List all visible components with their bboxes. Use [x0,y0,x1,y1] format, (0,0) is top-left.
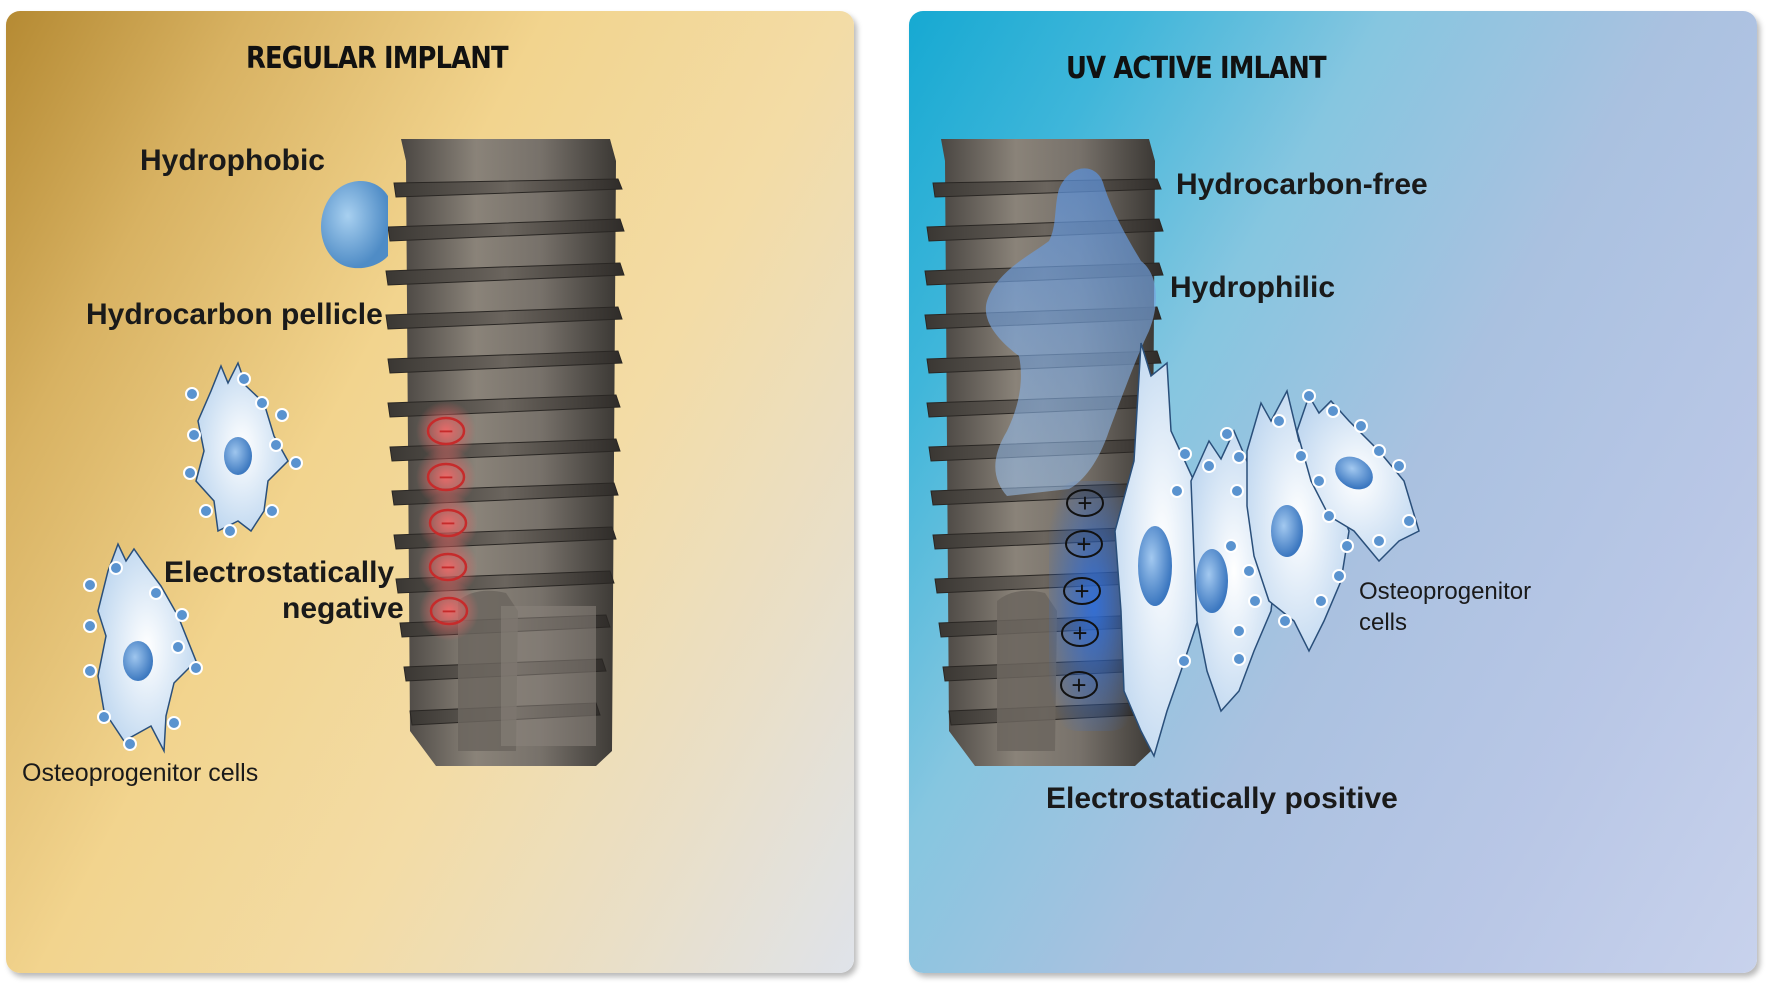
osteoprogenitor-cell [183,361,303,538]
svg-text:−: − [440,552,455,582]
water-film [985,168,1156,496]
hydrocarbon-pellicle-label: Hydrocarbon pellicle [86,298,383,331]
regular-implant-illustration: − − − − − [83,139,625,766]
water-droplet [320,181,388,269]
negative-label: negative [282,592,404,625]
charge-marker: + [1066,488,1104,518]
hydrophobic-label: Hydrophobic [140,144,325,177]
osteoprogenitor-cell [1114,342,1210,759]
charge-marker: − [416,447,476,507]
charge-marker: − [416,401,476,461]
osteoprogenitor-cell [83,542,203,754]
charge-marker: − [419,581,479,641]
osteoprogenitor-cells-label-line2: cells [1359,609,1408,636]
hydrophilic-label: Hydrophilic [1170,271,1336,304]
svg-text:+: + [1071,670,1086,700]
implant-screw [385,139,625,766]
negative-charges: − − − − − [416,401,479,641]
svg-text:+: + [1072,618,1087,648]
charge-marker: + [1061,618,1099,648]
charge-marker: + [1060,670,1098,700]
osteoprogenitor-cells-label: Osteoprogenitor [1359,578,1532,605]
osteoprogenitor-cells-label: Osteoprogenitor cells [22,759,259,787]
charge-marker: − [418,537,478,597]
svg-text:+: + [1074,576,1089,606]
svg-text:−: − [438,462,453,492]
charge-marker: − [418,493,478,553]
svg-text:−: − [438,416,453,446]
panel-title: UV ACTIVE IMLANT [1066,51,1327,86]
electrostatically-positive-label: Electrostatically positive [1046,782,1398,815]
osteoprogenitor-cells-attached [1114,342,1420,759]
svg-text:−: − [441,596,456,626]
charge-marker: + [1065,529,1103,559]
electrostatically-label: Electrostatically [164,556,395,589]
svg-text:+: + [1077,488,1092,518]
uv-active-implant-panel: + + + + + [909,11,1757,973]
svg-text:−: − [440,508,455,538]
hydrocarbon-free-label: Hydrocarbon-free [1176,168,1428,201]
uv-implant-illustration: + + + + + [924,139,1420,766]
panel-title: REGULAR IMPLANT [246,41,509,76]
charge-marker: + [1063,576,1101,606]
regular-implant-panel: − − − − − [6,11,854,973]
svg-text:+: + [1076,529,1091,559]
